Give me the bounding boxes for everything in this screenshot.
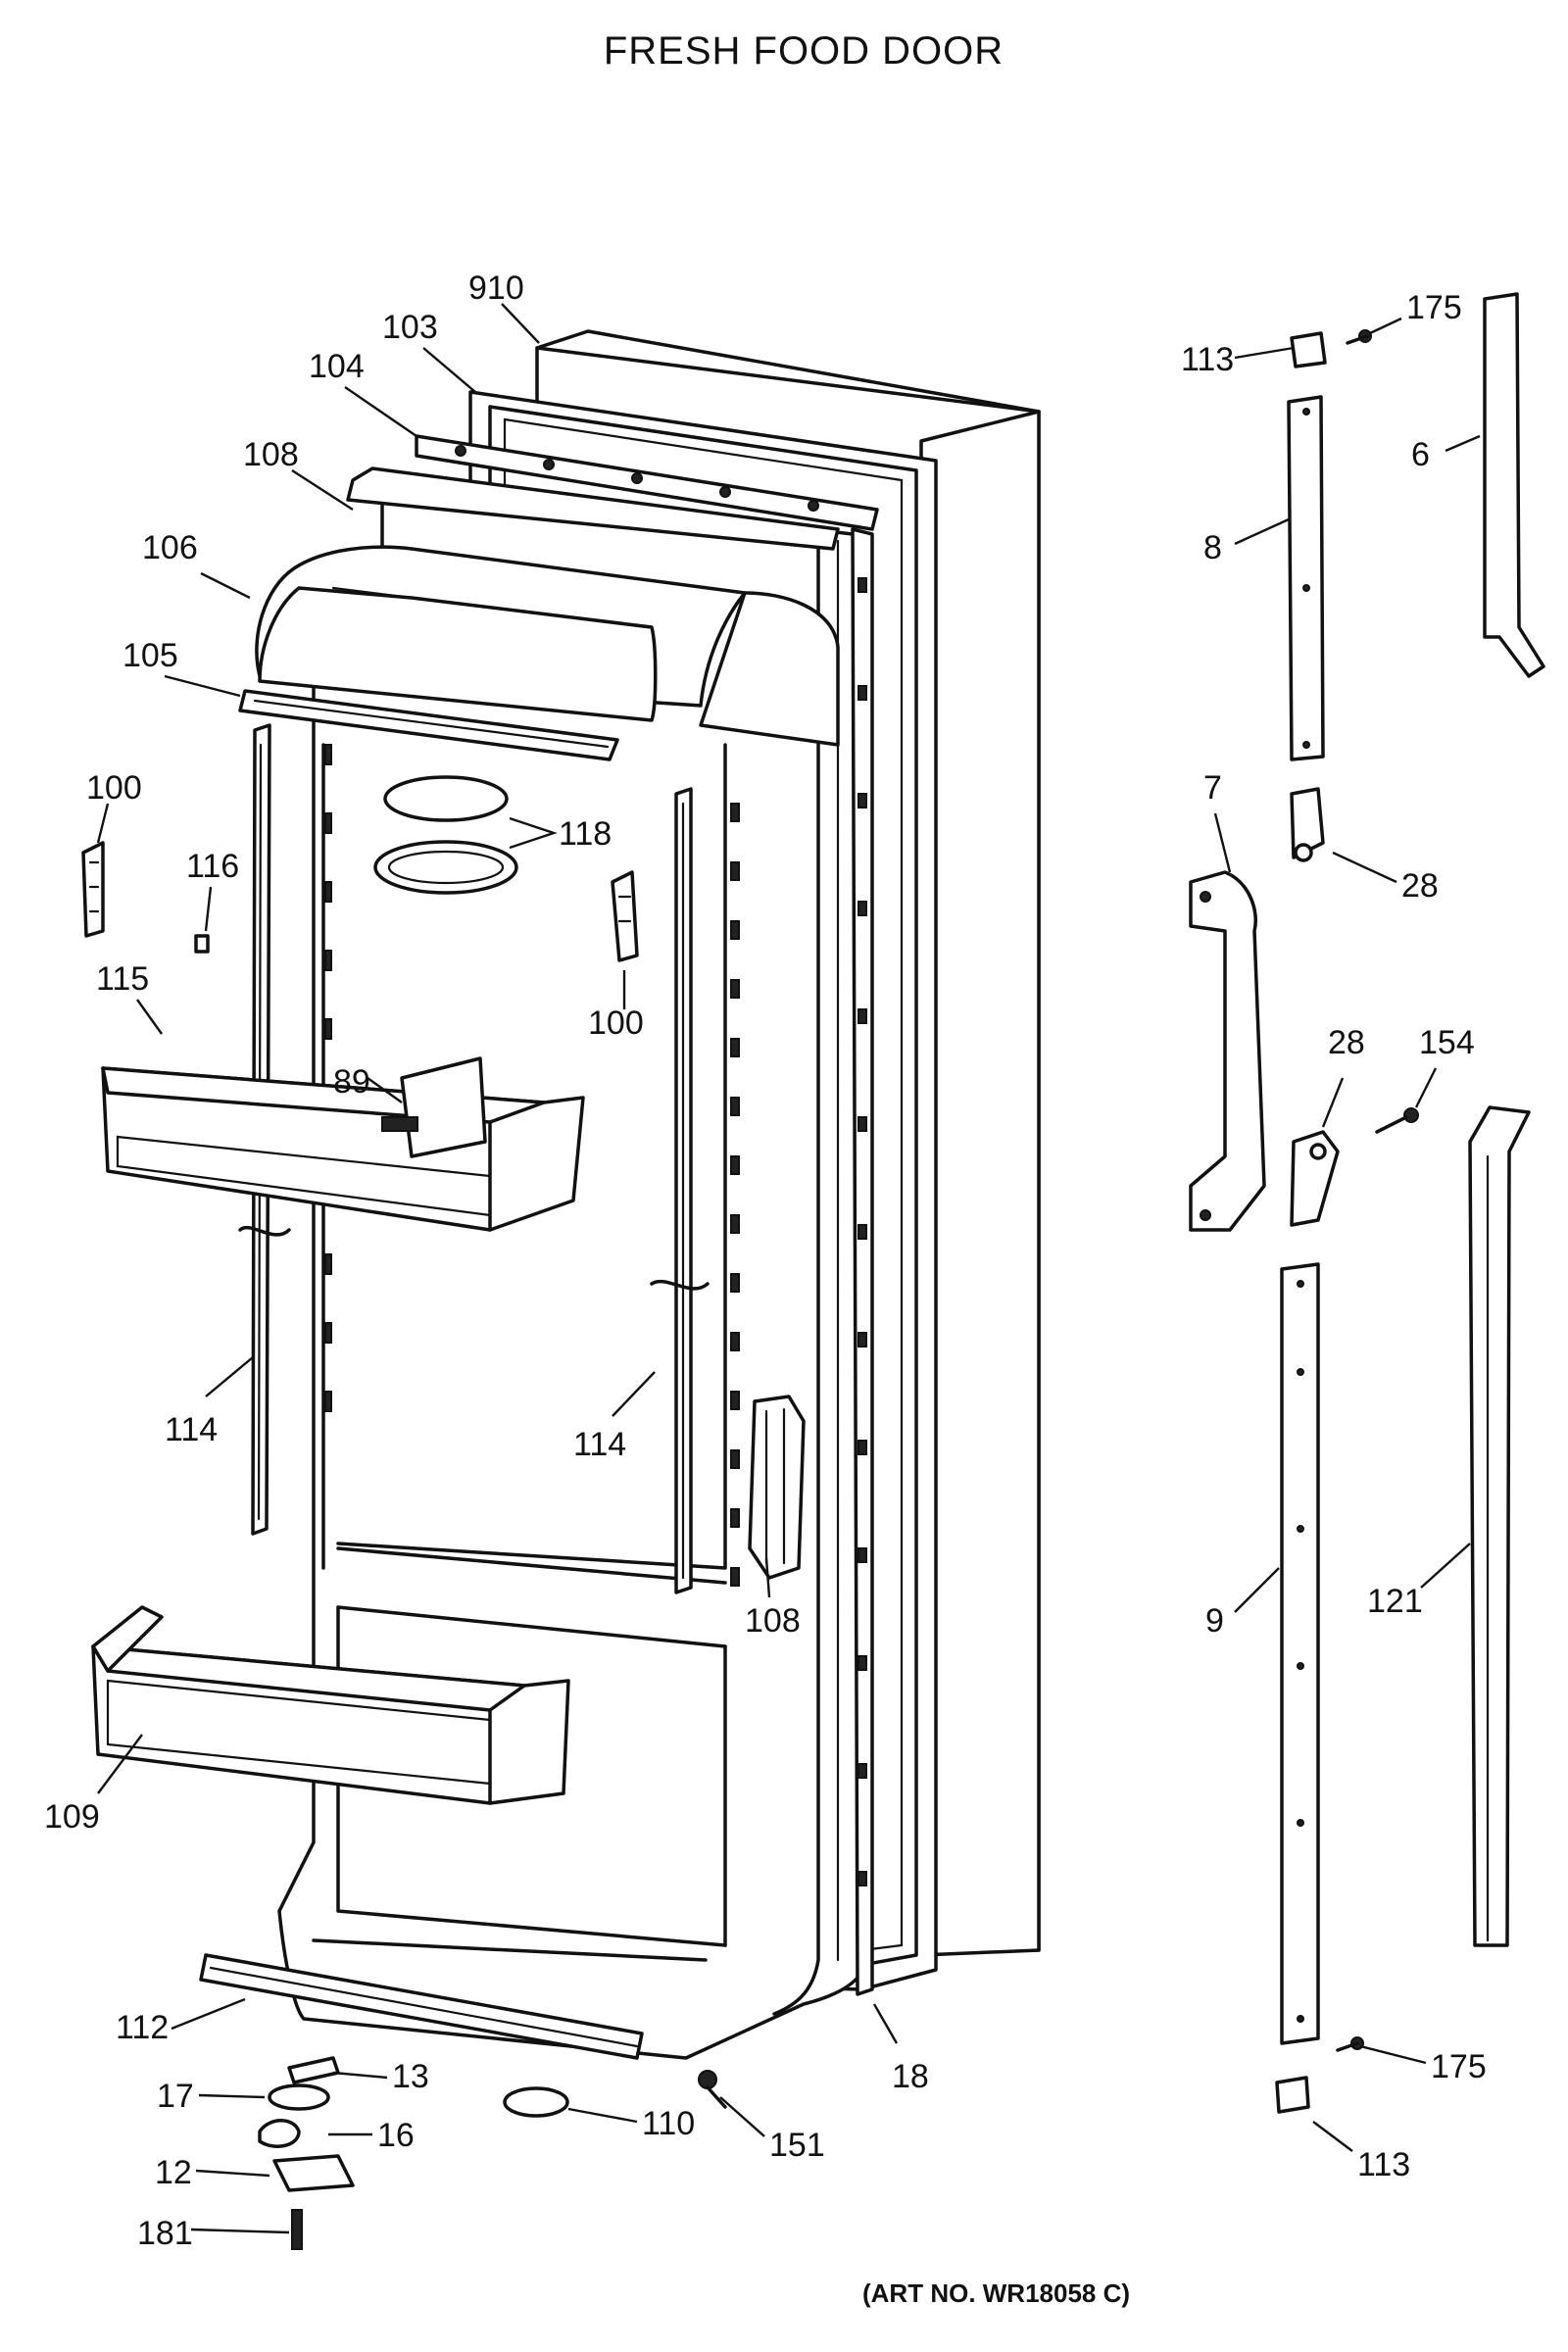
hinge-cap-top [1290, 331, 1327, 368]
callout-175-top: 175 [1406, 289, 1462, 326]
art-number: (ART NO. WR18058 C) [862, 2278, 1131, 2308]
top-trim [346, 434, 879, 551]
shelf-rail-right [650, 787, 710, 1594]
callout-17: 17 [157, 2078, 194, 2115]
handle-trim-top [1483, 292, 1545, 678]
callout-89: 89 [333, 1063, 370, 1101]
lower-door-shelf [91, 1605, 570, 1805]
hinge-parts-bottom [258, 2056, 727, 2250]
callout-109: 109 [44, 1798, 100, 1836]
door-handle [1189, 870, 1266, 1232]
callout-181: 181 [137, 2215, 193, 2252]
callout-28-lower: 28 [1328, 1024, 1365, 1061]
leader-lines [96, 303, 1481, 2234]
callout-12: 12 [155, 2154, 192, 2191]
upper-door-shelf [101, 1056, 585, 1232]
callout-labels: 910 103 104 108 106 105 100 116 118 100 … [44, 270, 1487, 2252]
callout-151: 151 [769, 2127, 825, 2164]
rail-insert-lower [748, 1395, 806, 1580]
callout-113-top: 113 [1181, 341, 1234, 378]
screw-mid [1375, 1107, 1419, 1134]
callout-121: 121 [1367, 1583, 1423, 1620]
dairy-compartment [238, 545, 840, 761]
handle-mount-top [1287, 395, 1325, 761]
screw-top [1346, 329, 1372, 345]
callout-116: 116 [186, 848, 239, 885]
callout-108-lower: 108 [745, 1602, 801, 1640]
clip-left [81, 841, 105, 938]
small-part-116 [194, 934, 210, 954]
callout-118: 118 [559, 815, 612, 853]
screw-bottom [1336, 2036, 1364, 2052]
callout-114-right: 114 [573, 1426, 626, 1463]
callout-175-bottom: 175 [1431, 2048, 1487, 2085]
callout-154: 154 [1419, 1024, 1475, 1061]
callout-100-right: 100 [588, 1004, 644, 1042]
callout-28-upper: 28 [1401, 867, 1439, 905]
callout-112: 112 [116, 2009, 169, 2046]
hinge-bracket-upper [1290, 787, 1325, 862]
callout-18: 18 [892, 2058, 929, 2095]
hinge-bracket-lower [1290, 1130, 1340, 1227]
callout-100-left: 100 [86, 769, 142, 807]
callout-108-top: 108 [243, 436, 299, 473]
clip-right [611, 870, 639, 962]
callout-8: 8 [1203, 529, 1222, 566]
callout-115: 115 [96, 960, 149, 998]
callout-110: 110 [642, 2105, 695, 2142]
callout-6: 6 [1411, 436, 1430, 473]
callout-113-bottom: 113 [1357, 2146, 1410, 2183]
callout-105: 105 [122, 637, 178, 674]
callout-104: 104 [309, 348, 365, 385]
handle-mount-bottom [1280, 1262, 1320, 2045]
callout-114-left: 114 [165, 1411, 218, 1448]
callout-7: 7 [1203, 769, 1222, 807]
callout-910: 910 [468, 270, 524, 307]
hinge-cap-bottom [1275, 2076, 1310, 2114]
callout-103: 103 [382, 309, 438, 346]
callout-106: 106 [142, 529, 198, 566]
callout-13: 13 [392, 2058, 429, 2095]
diagram-title: FRESH FOOD DOOR [603, 29, 1004, 73]
bottom-trim [199, 1953, 644, 2060]
callout-9: 9 [1205, 1602, 1224, 1640]
callout-16: 16 [377, 2117, 415, 2154]
handle-trim-bottom [1468, 1105, 1531, 1947]
door-strip [851, 527, 874, 1996]
clip-covers [373, 775, 518, 895]
